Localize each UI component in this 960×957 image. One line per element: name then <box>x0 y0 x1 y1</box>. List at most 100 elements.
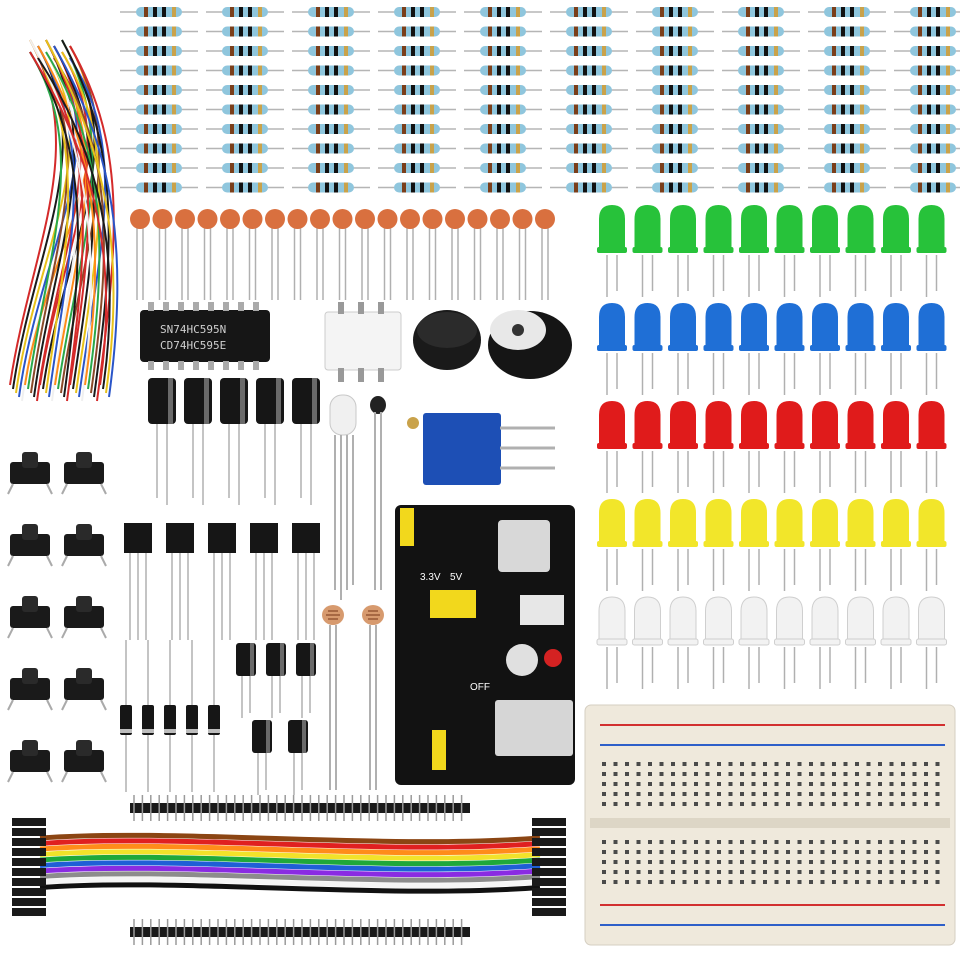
breadboard-hole <box>832 802 836 806</box>
breadboard-hole <box>763 772 767 776</box>
resistor-icon <box>636 182 714 193</box>
breadboard-hole <box>866 782 871 786</box>
ceramic-capacitor-icon <box>422 209 443 300</box>
breadboard-hole <box>671 802 675 806</box>
breadboard-hole <box>924 840 928 844</box>
breadboard-hole <box>671 762 675 766</box>
resistor-icon <box>378 85 456 95</box>
breadboard-hole <box>705 802 710 806</box>
breadboard-hole <box>901 792 905 796</box>
ribbon-wire <box>39 838 541 850</box>
ribbon-connector <box>532 878 566 886</box>
ribbon-wire <box>39 871 541 883</box>
breadboard-hole <box>786 850 790 854</box>
breadboard-hole <box>774 880 779 884</box>
ic-pin <box>208 302 214 311</box>
electrolytic-capacitor-icon <box>292 378 320 505</box>
breadboard-hole <box>717 860 721 864</box>
breadboard-hole <box>671 870 675 874</box>
tactile-button-icon <box>61 668 107 711</box>
breadboard-hole <box>740 850 744 854</box>
resistor-icon <box>464 143 542 154</box>
led-icon <box>668 401 698 493</box>
breadboard-hole <box>774 772 779 776</box>
jumper-wire <box>37 45 97 386</box>
breadboard-hole <box>648 860 652 864</box>
led-icon <box>845 303 876 395</box>
breadboard-hole <box>774 782 779 786</box>
breadboard-hole <box>774 792 779 796</box>
breadboard-hole <box>648 870 652 874</box>
led-icon <box>774 499 805 591</box>
led-icon <box>880 596 912 689</box>
breadboard-hole <box>648 782 652 786</box>
breadboard-hole <box>728 880 733 884</box>
breadboard-hole <box>843 840 848 844</box>
ribbon-connector <box>532 898 566 906</box>
breadboard-hole <box>636 762 641 766</box>
breadboard-hole <box>832 772 836 776</box>
breadboard-hole <box>820 782 825 786</box>
ic-pin <box>148 361 154 370</box>
resistor-icon <box>464 65 542 76</box>
resistor-icon <box>378 182 456 193</box>
electrolytic-capacitor-group <box>148 378 320 505</box>
breadboard-hole <box>613 772 618 776</box>
breadboard-hole <box>728 782 733 786</box>
resistor-icon <box>722 104 800 115</box>
led-icon <box>597 499 627 591</box>
small-electrolytic-capacitor-group <box>236 643 316 795</box>
breadboard-hole <box>613 840 618 844</box>
breadboard-hole <box>625 840 629 844</box>
ic-pin <box>163 302 169 311</box>
resistor-icon <box>120 85 198 95</box>
ribbon-connector <box>12 818 46 826</box>
jumper-wire <box>61 39 110 398</box>
breadboard-hole <box>912 860 917 864</box>
breadboard-hole <box>613 762 618 766</box>
resistor-icon <box>292 163 370 173</box>
resistor-icon <box>206 124 284 134</box>
led-icon <box>916 401 947 493</box>
jumper-wire <box>37 45 75 398</box>
led-icon <box>916 303 947 395</box>
breadboard-hole <box>797 792 802 796</box>
breadboard-hole <box>602 762 606 766</box>
breadboard-hole <box>694 860 698 864</box>
breadboard-hole <box>682 792 687 796</box>
breadboard-hole <box>866 772 871 776</box>
breadboard-hole <box>694 782 698 786</box>
breadboard-hole <box>797 772 802 776</box>
tactile-button-icon <box>61 596 107 639</box>
ribbon-connector <box>532 848 566 856</box>
breadboard-hole <box>797 762 802 766</box>
resistor-icon <box>120 163 198 173</box>
breadboard-hole <box>924 802 928 806</box>
breadboard-hole <box>901 850 905 854</box>
resistor-icon <box>378 163 456 173</box>
breadboard-hole <box>809 880 813 884</box>
breadboard-hole <box>671 782 675 786</box>
breadboard-hole <box>740 782 744 786</box>
breadboard-hole <box>659 880 664 884</box>
breadboard-hole <box>613 782 618 786</box>
resistor-icon <box>808 143 886 154</box>
breadboard-hole <box>682 870 687 874</box>
led-icon <box>810 499 840 591</box>
breadboard-hole <box>866 880 871 884</box>
led-icon <box>668 499 698 591</box>
breadboard-hole <box>935 792 940 796</box>
breadboard-hole <box>717 840 721 844</box>
ic-marking-line2: CD74HC595E <box>160 339 226 352</box>
breadboard-hole <box>843 870 848 874</box>
tactile-button-icon <box>7 740 53 783</box>
breadboard-hole <box>866 792 871 796</box>
breadboard-hole <box>717 782 721 786</box>
resistor-icon <box>120 7 198 17</box>
led-icon <box>703 303 734 395</box>
breadboard-hole <box>832 792 836 796</box>
diode-row <box>120 640 220 792</box>
resistor-icon <box>808 46 886 56</box>
ceramic-capacitor-icon <box>152 209 173 300</box>
breadboard-hole <box>855 772 859 776</box>
